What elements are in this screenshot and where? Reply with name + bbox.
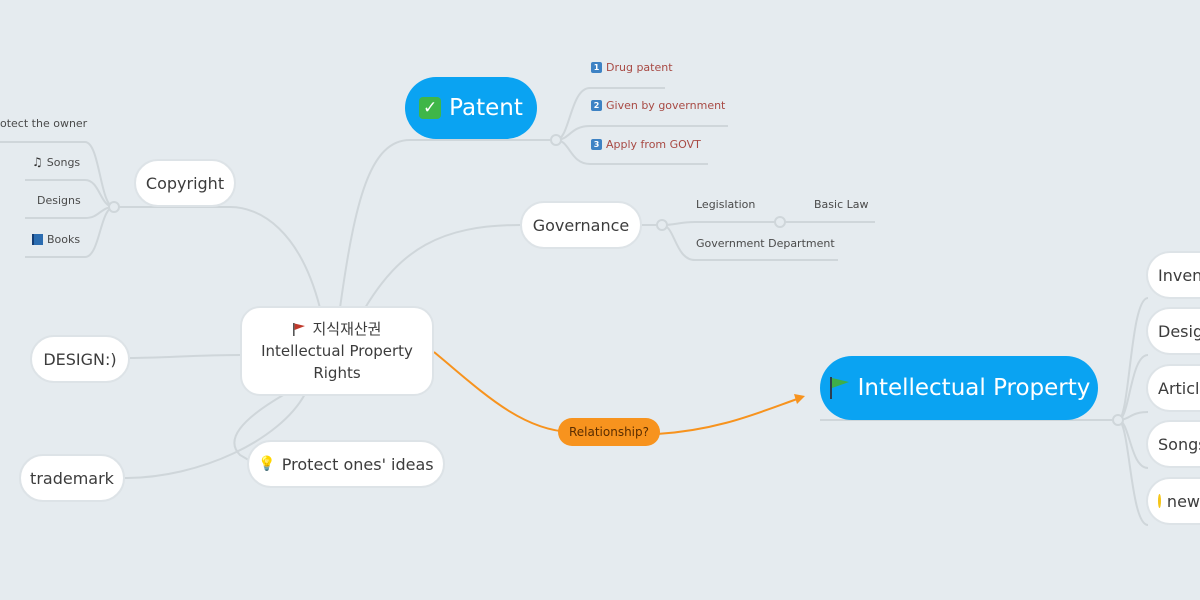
protect-ideas-node[interactable]: 💡 Protect ones' ideas: [247, 440, 445, 488]
copyright-item-label: otect the owner: [0, 117, 88, 130]
intellectual-property-node[interactable]: Intellectual Property: [820, 356, 1098, 420]
root-title-row: 지식재산권: [292, 318, 382, 340]
number-1-icon: 1: [591, 62, 602, 73]
ip-item-label: Songs: [1158, 434, 1200, 454]
patent-item-label: Apply from GOVT: [606, 138, 701, 151]
copyright-item-books[interactable]: Books: [32, 233, 80, 246]
junction-dot: [108, 201, 120, 213]
red-flag-icon: [293, 322, 306, 336]
basic-law-item[interactable]: Basic Law: [814, 198, 868, 211]
trademark-label: trademark: [30, 468, 114, 488]
music-note-icon: ♫: [32, 155, 43, 169]
book-icon: [32, 234, 43, 245]
copyright-item-designs[interactable]: Designs: [37, 194, 81, 207]
patent-label: Patent: [449, 95, 523, 121]
relationship-text: Relationship?: [568, 425, 650, 439]
number-2-icon: 2: [591, 100, 602, 111]
ip-item-label: new: [1166, 491, 1200, 511]
ip-item-label: Desig: [1158, 321, 1200, 341]
ip-item-article[interactable]: Article: [1146, 364, 1200, 412]
patent-item-label: Drug patent: [606, 61, 673, 74]
governance-node[interactable]: Governance: [520, 201, 642, 249]
number-3-icon: 3: [591, 139, 602, 150]
copyright-item-label: Designs: [37, 194, 81, 207]
design-node[interactable]: DESIGN:): [30, 335, 130, 383]
root-node[interactable]: 지식재산권 Intellectual Property Rights: [240, 306, 434, 396]
legislation-label: Legislation: [696, 198, 756, 211]
relationship-arrowhead: [794, 394, 805, 404]
patent-item-drug[interactable]: 1 Drug patent: [591, 61, 673, 74]
root-subtitle: Intellectual Property Rights: [261, 342, 413, 382]
junction-dot: [1112, 414, 1124, 426]
design-label: DESIGN:): [43, 349, 117, 369]
green-flag-icon: [829, 377, 849, 399]
patent-item-label: Given by government: [606, 99, 726, 112]
smiley-face-icon: [1158, 494, 1161, 508]
copyright-item-songs[interactable]: ♫ Songs: [32, 155, 80, 169]
department-label: Government Department: [696, 237, 835, 250]
legislation-item[interactable]: Legislation: [696, 198, 755, 211]
ip-item-design[interactable]: Desig: [1146, 307, 1200, 355]
ip-item-invent[interactable]: Invent: [1146, 251, 1200, 299]
protect-label: Protect ones' ideas: [281, 454, 434, 474]
junction-dot: [550, 134, 562, 146]
copyright-item-label: Books: [47, 233, 81, 246]
copyright-item-label: Songs: [46, 155, 81, 169]
trademark-node[interactable]: trademark: [19, 454, 125, 502]
check-mark-icon: ✓: [419, 97, 442, 119]
junction-dot: [656, 219, 668, 231]
patent-item-apply[interactable]: 3 Apply from GOVT: [591, 138, 701, 151]
copyright-item-protect[interactable]: otect the owner: [0, 117, 87, 130]
ip-item-new[interactable]: new: [1146, 477, 1200, 525]
root-title: 지식재산권: [312, 320, 382, 338]
patent-item-government[interactable]: 2 Given by government: [591, 99, 725, 112]
ip-item-songs[interactable]: Songs: [1146, 420, 1200, 468]
copyright-node[interactable]: Copyright: [134, 159, 236, 207]
basic-law-label: Basic Law: [814, 198, 869, 211]
governance-label: Governance: [532, 215, 630, 235]
copyright-label: Copyright: [145, 173, 225, 193]
ip-item-label: Article: [1158, 378, 1200, 398]
relationship-label[interactable]: Relationship?: [558, 418, 660, 446]
patent-node[interactable]: ✓ Patent: [405, 77, 537, 139]
government-department-item[interactable]: Government Department: [696, 237, 835, 250]
lightbulb-icon: 💡: [258, 456, 276, 472]
ip-label: Intellectual Property: [857, 375, 1091, 401]
junction-dot: [774, 216, 786, 228]
ip-item-label: Invent: [1158, 265, 1200, 285]
